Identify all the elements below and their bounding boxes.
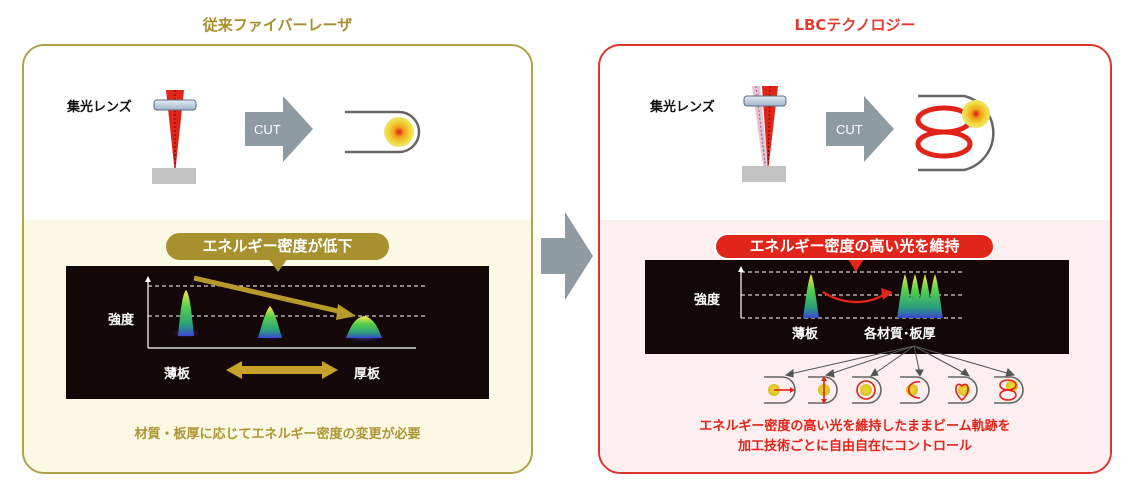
left-energy-pill: エネルギー密度が低下 xyxy=(166,233,389,260)
left-thick-label: 厚板 xyxy=(354,367,381,382)
left-cut-label: CUT xyxy=(254,122,281,137)
pattern-connector-lines xyxy=(784,345,1016,378)
left-y-label: 強度 xyxy=(108,313,135,328)
left-pill-pointer xyxy=(268,258,288,272)
left-plot-graphics xyxy=(145,275,428,379)
right-lens-beam-icon xyxy=(742,86,787,182)
left-thin-label: 薄板 xyxy=(164,367,191,382)
left-kerf-icon xyxy=(345,110,421,154)
right-energy-pill: エネルギー密度の高い光を維持 xyxy=(714,233,995,260)
right-caption-line2: 加工技術ごとに自由自在にコントロール xyxy=(737,439,972,454)
right-y-label: 強度 xyxy=(694,293,721,308)
left-lens-label: 集光レンズ xyxy=(67,100,132,115)
beam-pattern-icons xyxy=(764,376,1024,404)
right-materials-label: 各材質･板厚 xyxy=(864,327,936,342)
right-caption-line1: エネルギー密度の高い光を維持したままビーム軌跡を xyxy=(699,419,1011,434)
right-lens-label: 集光レンズ xyxy=(650,100,715,115)
left-lens-beam-icon xyxy=(152,90,197,184)
right-intensity-plot xyxy=(645,260,1069,354)
right-kerf-loop-icon xyxy=(915,94,995,172)
left-panel-title: 従来ファイバーレーザ xyxy=(202,16,353,34)
right-plot-graphics xyxy=(738,266,965,319)
center-arrow-icon xyxy=(541,212,593,300)
left-caption: 材質・板厚に応じてエネルギー密度の変更が必要 xyxy=(134,427,421,442)
right-cut-label: CUT xyxy=(836,122,863,137)
right-pill-pointer xyxy=(846,256,866,272)
right-cut-arrow-icon xyxy=(826,96,894,162)
right-panel-title: LBCテクノロジー xyxy=(794,16,916,34)
left-cut-arrow-icon xyxy=(245,96,313,162)
right-thin-label: 薄板 xyxy=(792,327,819,342)
